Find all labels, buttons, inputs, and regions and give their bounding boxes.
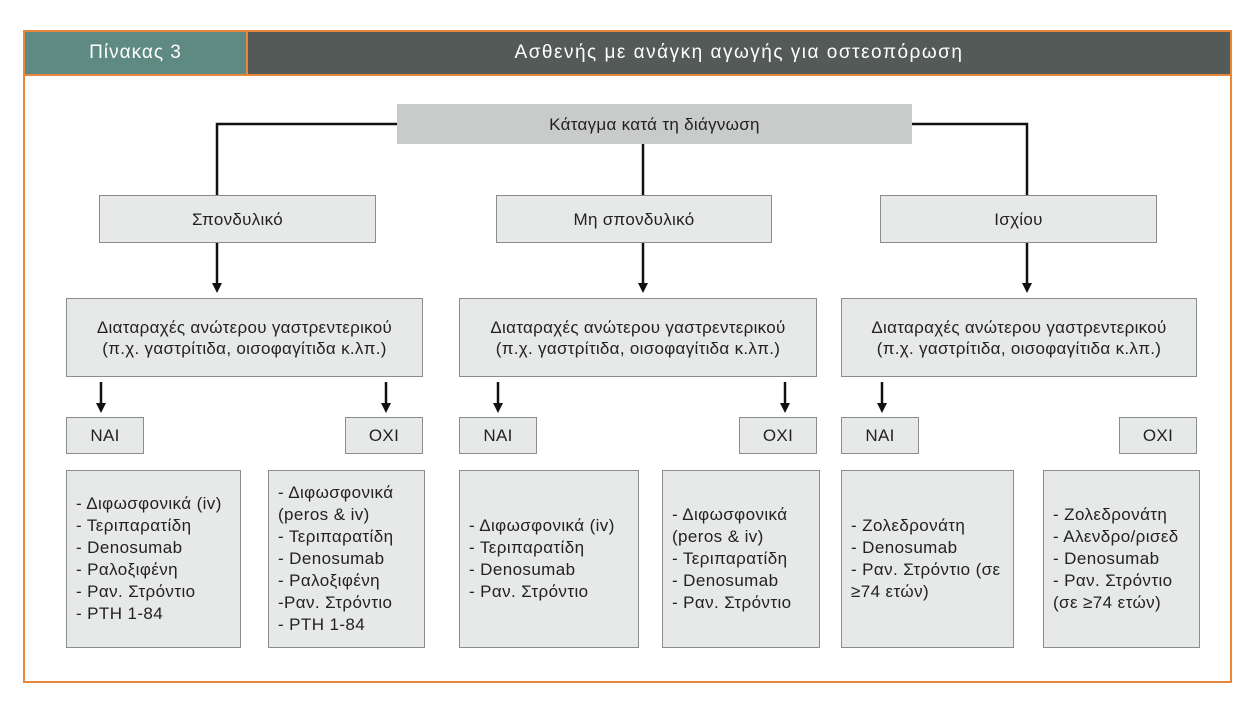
- root-node: Κάταγμα κατά τη διάγνωση: [397, 104, 912, 144]
- question-line-2: (π.χ. γαστρίτιδα, οισοφαγίτιδα κ.λπ.): [102, 338, 387, 358]
- no-node-vertebral: ΟΧΙ: [345, 417, 423, 454]
- treatment-item: - Ραλοξιφένη: [76, 560, 178, 579]
- no-node-hip: ΟΧΙ: [1119, 417, 1197, 454]
- table-frame: [23, 30, 1232, 683]
- treatment-item: - Ραν. Στρόντιο: [469, 582, 589, 601]
- treatment-list-hip-no: - Ζολεδρονάτη - Αλενδρο/ρισεδ - Denosuma…: [1043, 470, 1200, 648]
- treatment-item: - Ραν. Στρόντιο: [672, 593, 792, 612]
- treatment-item: (σε ≥74 ετών): [1053, 593, 1162, 612]
- no-node-nonvertebral: ΟΧΙ: [739, 417, 817, 454]
- treatment-list-hip-yes: - Ζολεδρονάτη - Denosumab - Ραν. Στρόντι…: [841, 470, 1014, 648]
- yes-node-hip: ΝΑΙ: [841, 417, 919, 454]
- branch-node-hip: Ισχίου: [880, 195, 1157, 243]
- treatment-item: - Denosumab: [1053, 549, 1160, 568]
- treatment-item: - PTH 1-84: [76, 604, 164, 623]
- treatment-item: ≥74 ετών): [851, 582, 930, 601]
- question-node-vertebral: Διαταραχές ανώτερου γαστρεντερικού (π.χ.…: [66, 298, 423, 377]
- branch-node-vertebral: Σπονδυλικό: [99, 195, 376, 243]
- treatment-item: - Denosumab: [851, 538, 958, 557]
- question-node-hip: Διαταραχές ανώτερου γαστρεντερικού (π.χ.…: [841, 298, 1197, 377]
- treatment-item: - PTH 1-84: [278, 615, 366, 634]
- table-title: Ασθενής με ανάγκη αγωγής για οστεοπόρωση: [248, 32, 1230, 74]
- treatment-list-vertebral-no: - Διφωσφονικά (peros & iv) - Τεριπαρατίδ…: [268, 470, 425, 648]
- question-node-nonvertebral: Διαταραχές ανώτερου γαστρεντερικού (π.χ.…: [459, 298, 817, 377]
- treatment-item: - Ραν. Στρόντιο (σε: [851, 560, 1001, 579]
- treatment-item: - Διφωσφονικά (iv): [469, 516, 615, 535]
- header-divider: [246, 32, 248, 74]
- treatment-item: - Denosumab: [672, 571, 779, 590]
- treatment-item: - Denosumab: [469, 560, 576, 579]
- treatment-item: - Denosumab: [76, 538, 183, 557]
- treatment-item: - Διφωσφονικά: [278, 483, 394, 502]
- treatment-item: - Denosumab: [278, 549, 385, 568]
- treatment-item: - Τεριπαρατίδη: [672, 549, 788, 568]
- treatment-item: - Τεριπαρατίδη: [278, 527, 394, 546]
- connector-root-right: [912, 122, 1029, 195]
- treatment-list-nonvertebral-yes: - Διφωσφονικά (iv) - Τεριπαρατίδη - Deno…: [459, 470, 639, 648]
- treatment-item: - Τεριπαρατίδη: [469, 538, 585, 557]
- yes-node-vertebral: ΝΑΙ: [66, 417, 144, 454]
- treatment-list-vertebral-yes: - Διφωσφονικά (iv) - Τεριπαρατίδη - Deno…: [66, 470, 241, 648]
- question-line-1: Διαταραχές ανώτερου γαστρεντερικού: [871, 317, 1167, 337]
- table-label: Πίνακας 3: [25, 32, 246, 74]
- treatment-item: (peros & iv): [672, 527, 764, 546]
- treatment-item: - Διφωσφονικά: [672, 505, 788, 524]
- treatment-item: - Ραν. Στρόντιο: [1053, 571, 1173, 590]
- yes-node-nonvertebral: ΝΑΙ: [459, 417, 537, 454]
- treatment-item: - Ζολεδρονάτη: [851, 516, 966, 535]
- branch-node-nonvertebral: Μη σπονδυλικό: [496, 195, 772, 243]
- treatment-list-nonvertebral-no: - Διφωσφονικά (peros & iv) - Τεριπαρατίδ…: [662, 470, 820, 648]
- header-underline: [25, 74, 1230, 76]
- treatment-item: - Ζολεδρονάτη: [1053, 505, 1168, 524]
- treatment-item: - Ραλοξιφένη: [278, 571, 380, 590]
- treatment-item: - Ραν. Στρόντιο: [76, 582, 196, 601]
- treatment-item: (peros & iv): [278, 505, 370, 524]
- question-line-1: Διαταραχές ανώτερου γαστρεντερικού: [490, 317, 786, 337]
- question-line-2: (π.χ. γαστρίτιδα, οισοφαγίτιδα κ.λπ.): [876, 338, 1162, 358]
- question-line-1: Διαταραχές ανώτερου γαστρεντερικού: [96, 317, 393, 337]
- connector-root-left: [215, 122, 397, 195]
- treatment-item: -Ραν. Στρόντιο: [278, 593, 393, 612]
- treatment-item: - Αλενδρο/ρισεδ: [1053, 527, 1179, 546]
- treatment-item: - Τεριπαρατίδη: [76, 516, 192, 535]
- treatment-item: - Διφωσφονικά (iv): [76, 494, 222, 513]
- question-line-2: (π.χ. γαστρίτιδα, οισοφαγίτιδα κ.λπ.): [495, 338, 781, 358]
